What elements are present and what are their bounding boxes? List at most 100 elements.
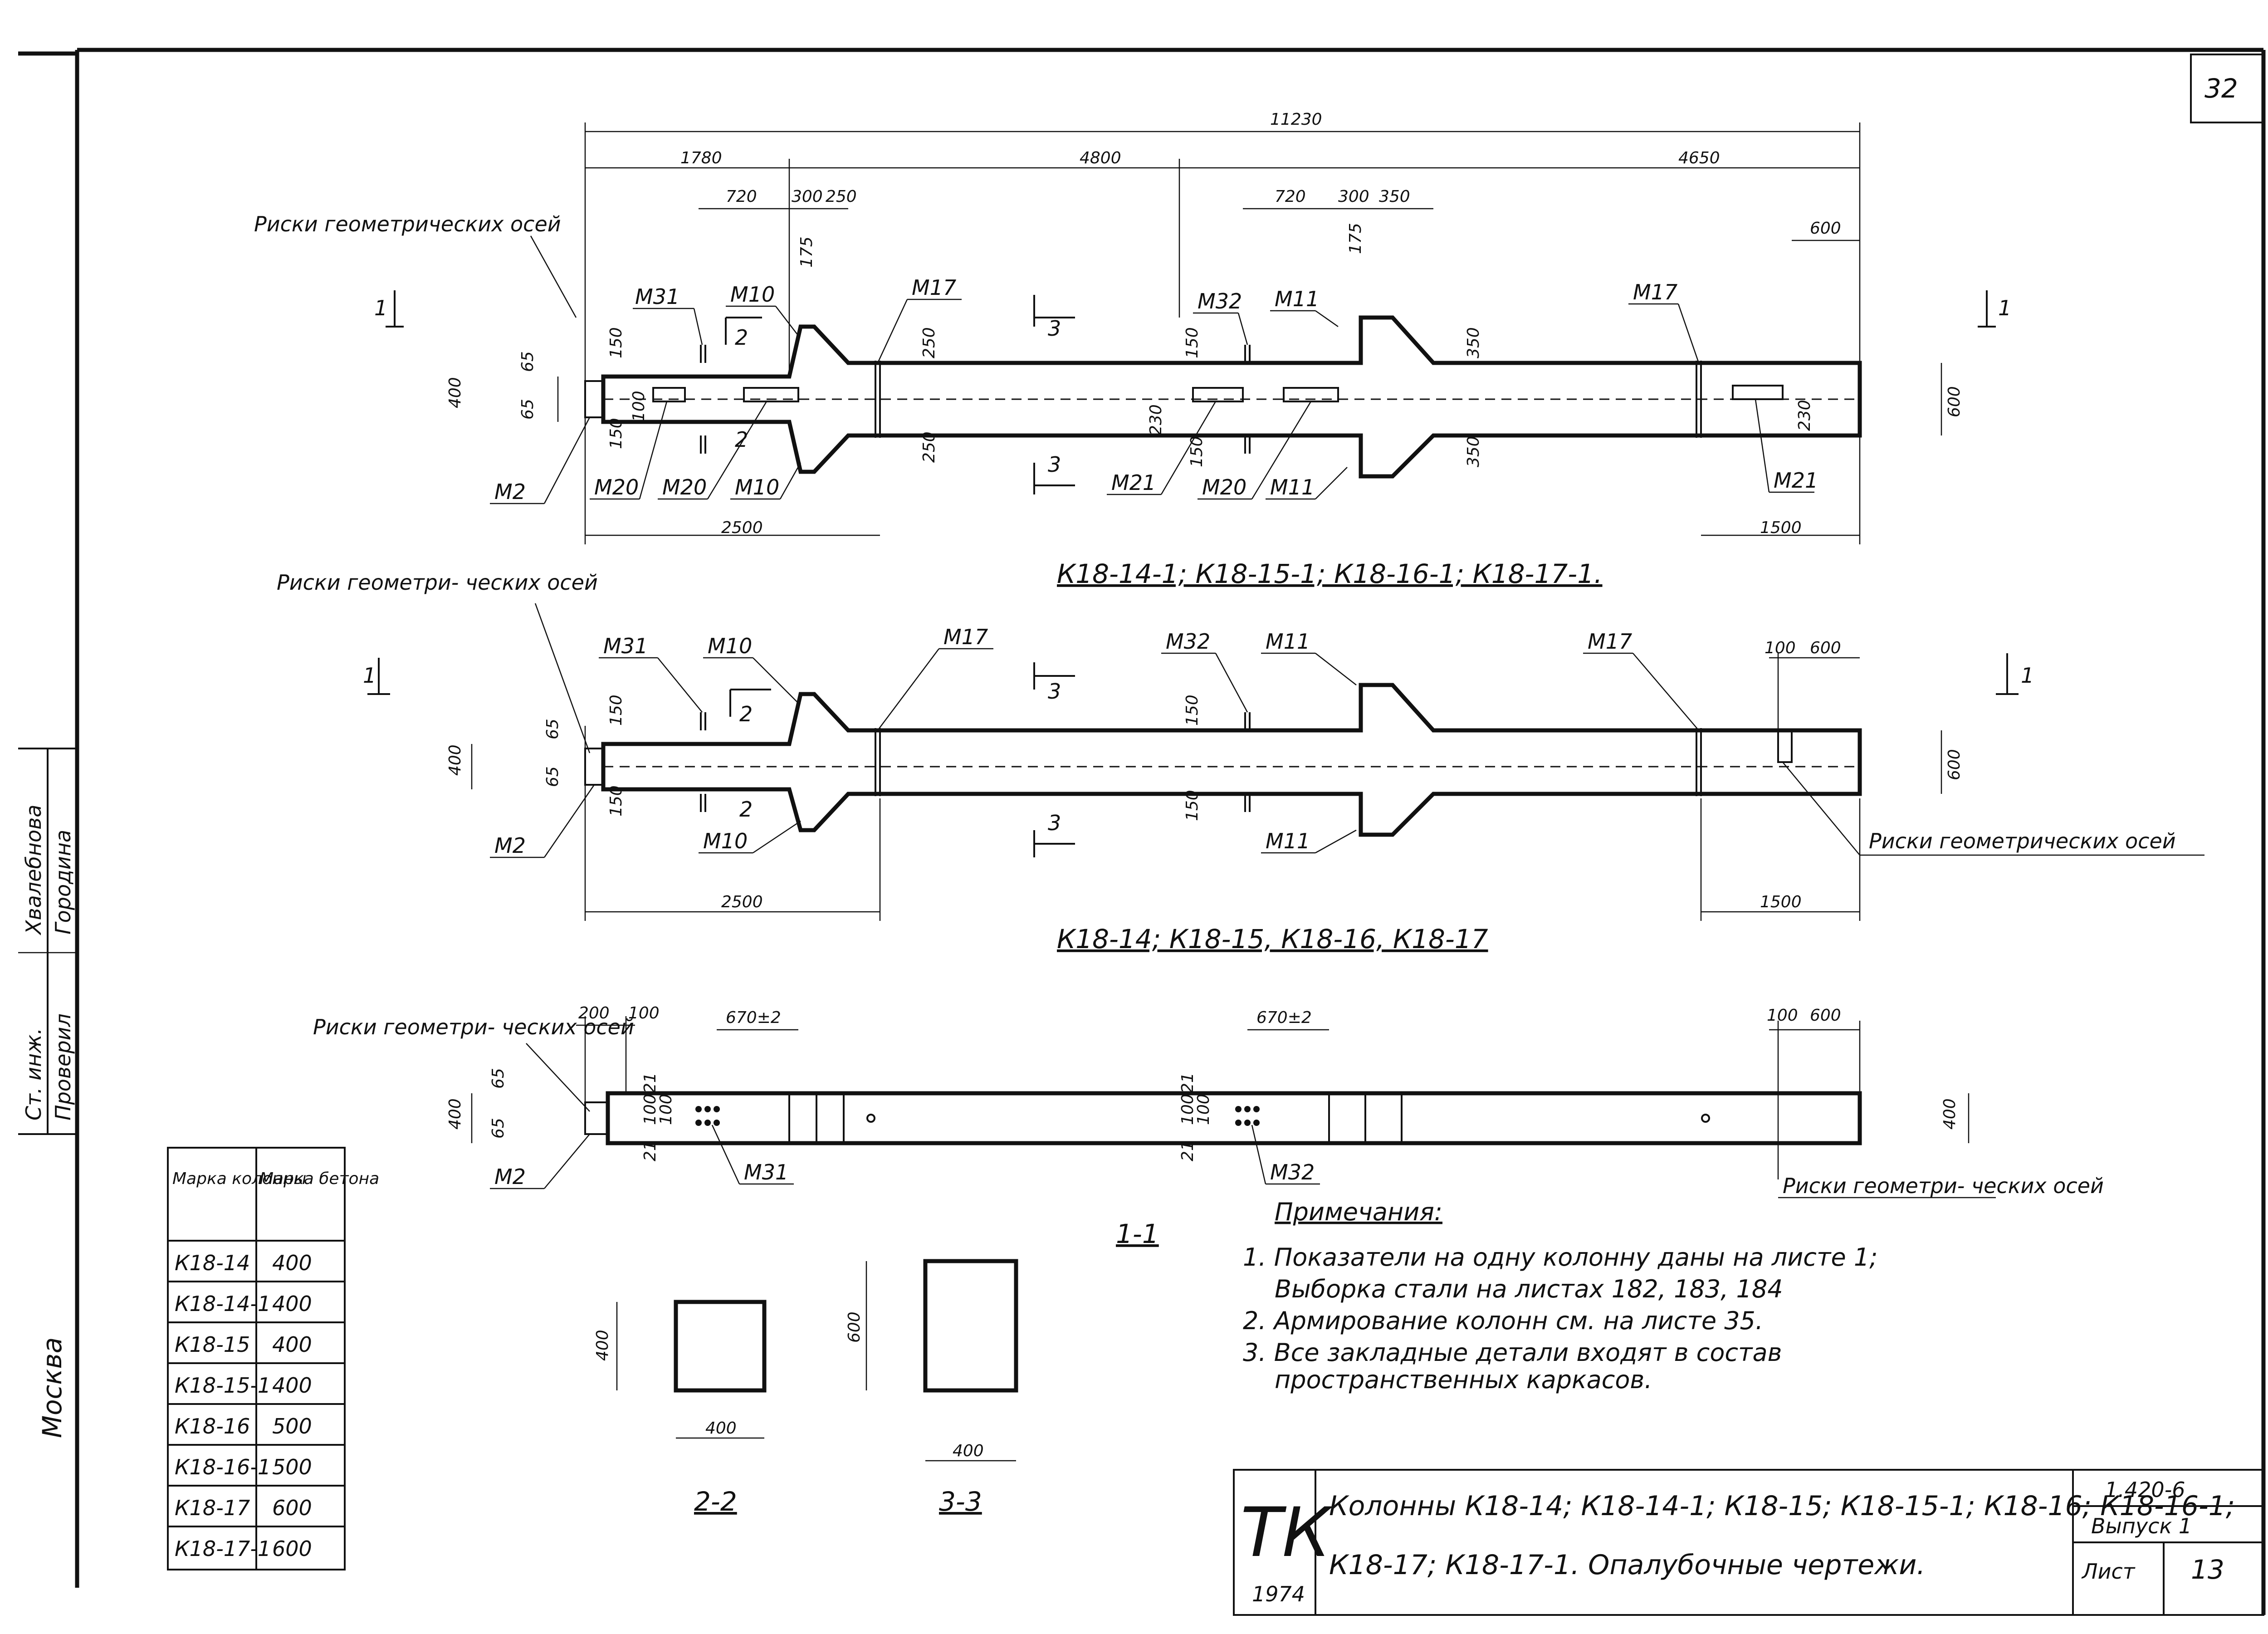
section-3-3: 600 400 3-3 [845,1259,1018,1517]
title-line-2: К18-17; К18-17-1. Опалубочные чертежи. [1329,1549,1925,1581]
table-row-5-mark: К18-16 [175,1414,250,1438]
v2-part-m10b: М10 [703,829,748,853]
table-row-8-grade: 600 [272,1536,312,1561]
v2-mark-2a: 2 [739,702,753,726]
v3-dim-100e: 100 [1178,1094,1197,1125]
v1-dim-65a: 65 [518,351,537,372]
v1-mark-2b: 2 [735,427,748,452]
v2-mark-3a: 3 [1048,679,1061,704]
v2-dim-100: 100 [1765,639,1796,657]
v3-dim-100b: 100 [1767,1006,1798,1025]
table-row-4-mark: К18-15-1 [175,1373,271,1398]
v1-mark-1a: 1 [374,296,387,320]
v3-dim-65b: 65 [489,1118,508,1139]
v1-dim-720a: 720 [726,187,757,206]
v1-part-m20c: М20 [1202,475,1246,499]
column-2-outline [601,683,1862,837]
v1-dim-230a: 230 [1147,404,1165,435]
v1-part-m21b: М21 [1774,468,1818,493]
view-3: 200 100 670±2 670±2 100 600 400 400 65 6… [313,1004,2104,1249]
v3-bolt-dots [695,1106,1260,1126]
v2-part-m32: М32 [1166,629,1210,654]
v1-dim-250a: 250 [920,327,938,358]
v3-dim-100a: 100 [628,1004,660,1022]
table-row-3-grade: 400 [272,1332,312,1357]
v2-part-labels: М31 М10 М17 М32 М11 М17 М2 М10 М11 [490,625,1699,858]
v1-part-m10a: М10 [730,282,775,307]
v3-dim-400b: 400 [1941,1098,1959,1130]
v1-dim-230b: 230 [1795,400,1814,431]
v1-part-m17a: М17 [912,275,956,300]
v2-part-m31: М31 [603,634,648,658]
v2-part-m17a: М17 [943,625,988,649]
side-stamp: Ст. инж. Проверил Хвалебнова Городина Мо… [18,748,77,1438]
v1-part-m2: М2 [494,479,526,504]
v2-part-m11a: М11 [1266,629,1310,654]
table-header-col-2: Марка бетона [259,1169,379,1188]
v1-dim-250b: 250 [920,431,938,463]
v2-axis-label-right: Риски геометрических осей [1869,829,2176,853]
section-3-3-height: 600 [845,1311,864,1343]
v2-mark-2b: 2 [739,797,753,822]
side-stamp-role-2: Проверил [51,1013,75,1120]
title-year: 1974 [1252,1582,1305,1606]
table-row-3-mark: К18-15 [175,1332,250,1357]
v1-dim-65b: 65 [518,399,537,420]
v1-dim-4800: 4800 [1080,149,1121,167]
table-header-col-1-text: Марка колонны [172,1169,307,1188]
title-line-1: Колонны К18-14; К18-14-1; К18-15; К18-15… [1329,1490,2235,1522]
v1-part-m32: М32 [1198,289,1242,313]
section-3-3-width: 400 [953,1442,984,1460]
section-2-2-caption: 2-2 [694,1486,737,1517]
v2-mark-1b: 1 [2021,663,2034,688]
notes-title: Примечания: [1275,1198,1442,1226]
v1-part-m17b: М17 [1633,280,1677,304]
v1-part-m11b: М11 [1270,475,1315,499]
title-series: 1.420-6 [2105,1477,2185,1502]
v3-axis-label-left: Риски геометри- ческих осей [313,1015,634,1039]
v3-dim-21d: 21 [1178,1140,1197,1161]
v2-dim-600: 600 [1810,639,1841,657]
v1-part-m11a: М11 [1275,287,1319,311]
concrete-grade-table: Марка колонны Марка бетона К18-14 400 К1… [167,1147,379,1570]
v1-part-m10b: М10 [735,475,779,499]
v3-part-m2: М2 [494,1164,526,1189]
sheet-number: 32 [2204,73,2238,104]
v3-dim-670a: 670±2 [726,1008,781,1027]
v2-dim-150a: 150 [607,695,626,726]
v3-dim-200: 200 [578,1004,610,1022]
column-3-outline [606,1091,1862,1145]
table-header-col-1: Марка колонны [172,1169,307,1188]
v1-part-m31: М31 [635,284,679,309]
v1-mark-3b: 3 [1048,452,1061,477]
v2-mark-3b: 3 [1048,811,1061,835]
v1-dim-350a: 350 [1464,327,1483,358]
v1-caption: К18-14-1; К18-15-1; К18-16-1; К18-17-1. [1057,558,1603,589]
v2-axis-label-left: Риски геометри- ческих осей [277,570,598,595]
table-row-7-grade: 600 [272,1496,312,1520]
v2-dim-150d: 150 [1183,790,1202,821]
v1-dim-1780: 1780 [680,149,722,167]
table-row-6-mark: К18-16-1 [175,1455,271,1479]
v1-part-m20b: М20 [662,475,707,499]
v2-dim-1500: 1500 [1760,893,1802,911]
column-1-outline [601,315,1862,479]
v2-dim-65b: 65 [543,766,562,787]
v3-dim-21c: 21 [1178,1072,1197,1093]
table-row-1-grade: 400 [272,1251,312,1275]
v3-dim-600: 600 [1810,1006,1841,1025]
v3-part-m32: М32 [1270,1160,1315,1184]
v1-dim-150c: 150 [1183,327,1202,358]
title-issue: Выпуск 1 [2091,1514,2192,1538]
table-row-6-grade: 500 [272,1455,312,1479]
v2-axis-label-left-text: Риски геометри- ческих осей [277,570,598,595]
note-2: 2. Армирование колонн см. на листе 35. [1243,1306,1763,1335]
v1-part-m21a: М21 [1111,470,1156,495]
title-sheet-label: Лист [2081,1559,2136,1584]
view-2: 400 65 65 150 150 150 150 100 600 600 25… [277,570,2204,954]
v3-dim-21a: 21 [641,1072,660,1093]
v3-axis-label-right: Риски геометри- ческих осей [1783,1174,2104,1198]
v1-dim-1500: 1500 [1760,519,1802,537]
v3-dim-100f: 100 [1194,1094,1213,1125]
